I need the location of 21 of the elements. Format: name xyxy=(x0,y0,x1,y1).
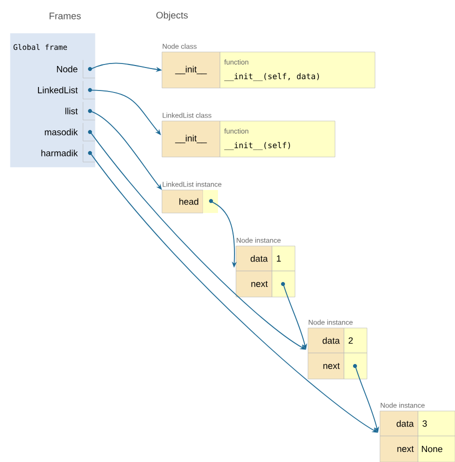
key-cell: __init__ xyxy=(162,52,220,88)
key-cell: next xyxy=(236,270,272,298)
value-cell: 3 xyxy=(418,410,455,436)
variable-name: Node xyxy=(57,66,78,72)
key-cell: data xyxy=(308,328,344,354)
value-cell: 1 xyxy=(272,246,296,272)
variable-name: harmadik xyxy=(41,150,78,156)
key-cell: data xyxy=(236,246,272,272)
key-cell: data xyxy=(380,410,418,436)
key-cell: next xyxy=(308,352,344,380)
variable-name: masodik xyxy=(44,128,78,136)
key-cell: next xyxy=(380,436,418,462)
variable-name: llist xyxy=(65,108,78,114)
value-cell: 2 xyxy=(344,328,368,354)
variable-name: LinkedList xyxy=(38,86,78,94)
value-cell: None xyxy=(418,436,455,462)
column-heading: Objects xyxy=(156,12,188,20)
key-cell: __init__ xyxy=(162,120,220,158)
key-cell: head xyxy=(162,190,204,214)
column-heading: Frames xyxy=(50,12,81,20)
arrow xyxy=(90,110,162,190)
